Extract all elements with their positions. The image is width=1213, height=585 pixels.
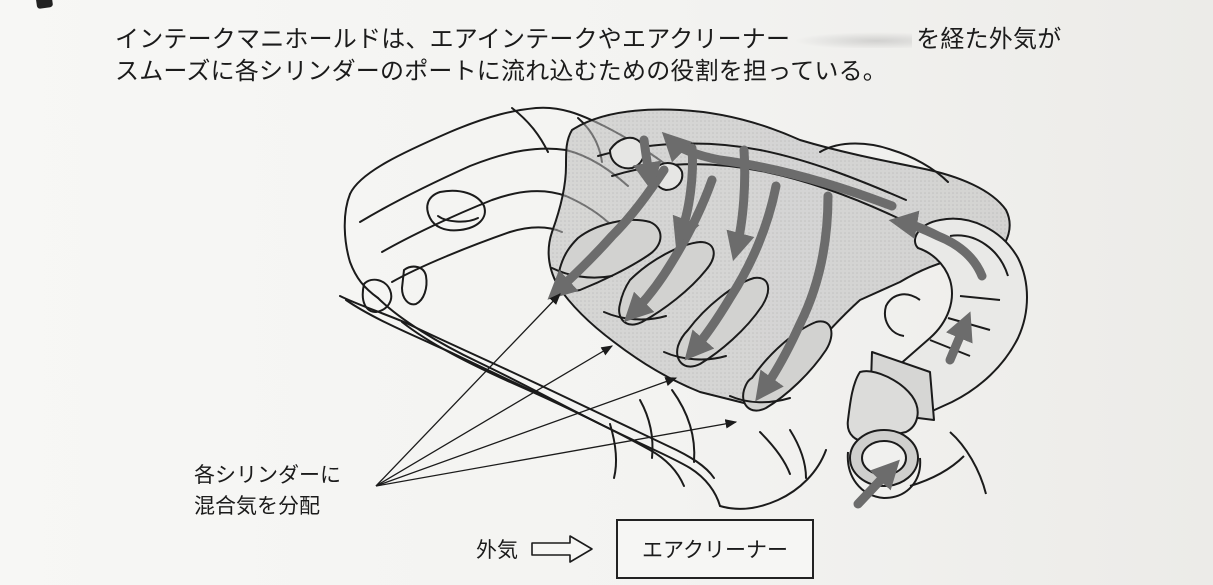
pointer-line-port-1 xyxy=(375,293,561,487)
mixture-label-line-2: 混合気を分配 xyxy=(194,494,320,518)
air-flow-arrow-runner-2-drop xyxy=(672,143,700,247)
air-flow-arrows xyxy=(547,131,987,509)
mixture-distribution-label: 各シリンダーに 混合気を分配 xyxy=(194,460,341,522)
outside-air-label: 外気 xyxy=(476,538,518,562)
air-flow-arrow-left-drop xyxy=(632,135,662,192)
air-flow-arrow-runner-3-drop xyxy=(726,145,755,262)
air-flow-arrow-runner-4 xyxy=(755,191,833,402)
pointer-line-port-2 xyxy=(375,345,614,487)
air-cleaner-label: エアクリーナー xyxy=(642,538,788,562)
throttle-and-duct xyxy=(846,217,1028,499)
caption-line-1: インテークマニホールドは、エアインテークやエアクリーナー を経た外気が xyxy=(115,23,1115,55)
air-cleaner-box: エアクリーナー xyxy=(616,519,814,579)
caption-text: インテークマニホールドは、エアインテークやエアクリーナー を経た外気が スムーズに… xyxy=(115,23,1115,87)
air-flow-arrow-runner-2 xyxy=(623,175,717,323)
caption-line-1-start: インテークマニホールドは、エアインテークやエアクリーナー xyxy=(115,25,791,53)
caption-line-1-end: を経た外気が xyxy=(916,25,1062,53)
air-flow-arrow-inlet xyxy=(853,459,900,509)
hollow-right-arrow-icon xyxy=(531,535,593,563)
pointer-line-port-3 xyxy=(375,377,678,487)
pointer-line-port-4 xyxy=(375,419,738,487)
smudge-mark xyxy=(794,32,913,48)
caption-line-2: スムーズに各シリンダーのポートに流れ込むための役割を担っている。 xyxy=(115,57,887,85)
air-flow-arrow-runner-3 xyxy=(684,181,781,361)
air-flow-legend: 外気 エアクリーナー xyxy=(476,518,814,580)
mixture-label-line-1: 各シリンダーに xyxy=(194,463,341,487)
air-flow-arrow-duct xyxy=(945,311,973,365)
air-flow-arrow-plenum-entry xyxy=(888,210,987,281)
pointer-lines xyxy=(375,293,738,487)
